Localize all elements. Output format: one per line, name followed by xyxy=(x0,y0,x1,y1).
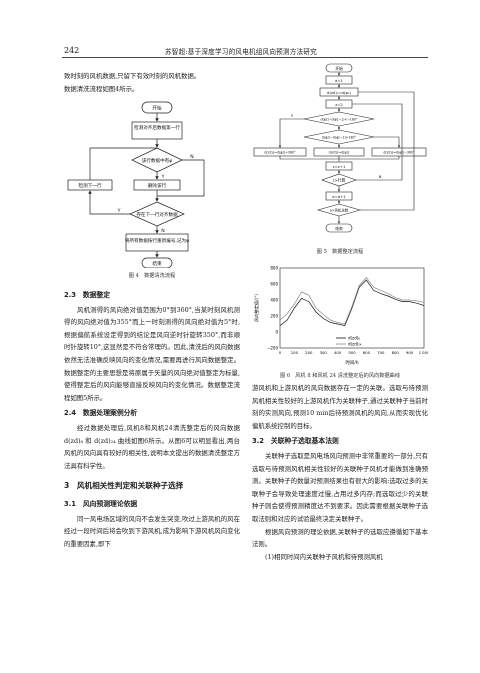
right-body: 游风机和上游风机的风向数据存在一定的关联。选取与待预测风机相关性较好的上游风机作… xyxy=(252,382,428,563)
figure-4-caption: 图 4 数据清洗流程 xyxy=(128,273,176,279)
fig5-start-label: 开始 xyxy=(335,66,343,71)
fig6-xtick-label: 700 xyxy=(377,350,385,355)
fig5-a1-label: a=1 xyxy=(335,78,344,83)
fig5-zinc-label: z=z+1 xyxy=(333,164,346,169)
fig6-xtick-label: 0 xyxy=(279,350,282,355)
fig4-y-label: Y xyxy=(161,174,165,180)
section-2-3-title: 2.3 数据整定 xyxy=(64,291,111,299)
figure-4-flowchart: 开始 检测对齐后数据第一行 该行数据中有φ 删除该行 检测下一行 存在下一行对齐… xyxy=(67,101,205,268)
section-3-2-title: 3.2 关联种子选取基本法则 xyxy=(252,437,339,446)
fig6-ytick-label: 400 xyxy=(270,298,278,303)
fig5-box-mid-label: d(zd)z=d(φz) xyxy=(329,151,350,155)
fig5-zcheck-label: z>行数 xyxy=(333,178,346,183)
header-rule xyxy=(62,57,428,58)
fig4-end-label: 结束 xyxy=(152,260,162,267)
section-3-1-title: 3.1 风向预测理论依据 xyxy=(64,499,138,508)
fig4-exist-label: 存在下一行对齐数据 xyxy=(136,211,178,218)
fig6-xtick-label: 100 xyxy=(291,350,299,355)
fig5-box-right-label: d(zd)z=d(φz)−360° xyxy=(383,151,415,155)
fig5-y-label: Y xyxy=(291,113,294,118)
section-3-title: 3 风机相关性判定和关联种子选择 xyxy=(64,481,184,491)
fig6-legend-a: d(zd)₈ xyxy=(348,336,360,341)
fig4-delete-label: 删除该行 xyxy=(148,182,167,189)
figure-5-caption: 图 5 数据整定流程 xyxy=(316,249,364,255)
fig6-xtick-label: 900 xyxy=(406,350,414,355)
fig6-xtick-label: 1 000 xyxy=(419,350,428,355)
fig4-next-label: 检测下一行 xyxy=(79,182,102,189)
left-body: 2.3 数据整定 风机测得的风向绝对值范围为0°到360°,当某时刻风机测得的风… xyxy=(64,286,240,550)
fig6-legend-b: d(zd)₂₄ xyxy=(348,342,362,347)
fig6-xtick-label: 600 xyxy=(363,350,371,355)
fig6-xtick-label: 800 xyxy=(392,350,400,355)
section-2-3-text: 风机测得的风向绝对值范围为0°到360°,当某时刻风机测得的风向绝对值为355°… xyxy=(64,305,240,402)
fig5-cond1-label: d(φz)−d(φz−1)<−180° xyxy=(321,118,358,122)
fig5-acheck-label: a>风机总数 xyxy=(330,208,349,213)
fig4-read-label: 检测对齐后数据第一行 xyxy=(134,124,180,131)
right-para-4: (1)相同时间内关联种子风机和待预测风机 xyxy=(265,552,383,561)
fig6-ytick-label: 200 xyxy=(270,314,278,319)
fig6-plot-frame xyxy=(279,267,425,349)
left-intro: 致时刻的风机数据,只留下有效时刻的风机数据。 数据清洗流程如图4所示。 xyxy=(64,70,240,95)
fig6-legend: d(zd)₈ d(zd)₂₄ xyxy=(336,336,362,347)
fig4-y2-label: Y xyxy=(117,208,121,214)
fig5-end-node xyxy=(325,223,353,233)
figure-5-flowchart: 开始 a=1 d(zd)₁=d(φ₁) z=2 d(φz)−d(φz−1)<−1… xyxy=(253,63,427,233)
fig6-xlabel: 时间/h xyxy=(345,359,358,366)
section-2-4-title: 2.4 数据处理案例分析 xyxy=(64,409,138,418)
section-2-4-text: 经过数据处理后,风机8和风机24清洗整定后的风向数据 d(zd)₈ 和 d(zd… xyxy=(64,423,240,470)
fig4-start-label: 开始 xyxy=(152,105,162,112)
fig5-end-label: 结束 xyxy=(335,226,343,231)
fig6-ytick-label: 800 xyxy=(270,266,278,271)
fig5-dinit-label: d(zd)₁=d(φ₁) xyxy=(327,90,351,95)
fig5-z2-label: z=2 xyxy=(335,102,343,107)
fig5-n-label: N xyxy=(379,174,382,179)
figure-6-caption: 图 6 风机 8 和风机 24 清洗整定后的风向数据曲线 xyxy=(279,373,400,379)
right-para-1: 游风机和上游风机的风向数据存在一定的关联。选取与待预测风机相关性较好的上游风机作… xyxy=(252,384,428,430)
fig4-end-node xyxy=(141,257,173,268)
fig5-cond2-label: d(φz)−d(φz−1)>180° xyxy=(322,136,357,140)
fig6-ytick-label: 0 xyxy=(275,330,278,335)
fig5-box-left-label: d(zd)z=d(φz)+360° xyxy=(264,151,296,155)
intro-line-1: 致时刻的风机数据,只留下有效时刻的风机数据。 xyxy=(64,72,201,80)
fig5-ainc-label: a=a+1 xyxy=(332,194,346,199)
right-para-3: 根据风向预测的理论依据,关联种子的选取应遵循如下基本法则。 xyxy=(252,527,428,549)
section-3-1-text: 同一风电场区域的风向不会发生突变,吹过上游风机的风在经过一段时间后将会吹到下游风… xyxy=(64,514,240,548)
fig6-ytick-label: 600 xyxy=(270,282,278,287)
fig6-xtick-label: 400 xyxy=(334,350,342,355)
right-para-2: 关联种子选取是风电场风向预测中非常重要的一部分,只有选取与待预测风机相关性较好的… xyxy=(252,451,428,523)
page-number: 242 xyxy=(64,46,80,55)
fig6-series-line-2 xyxy=(279,277,425,325)
fig4-n2-label: N xyxy=(161,228,164,234)
fig4-cond-label: 该行数据中有φ xyxy=(142,157,173,164)
fig4-n-label: N xyxy=(190,154,193,160)
fig6-series-line-1 xyxy=(279,279,425,327)
fig6-ytick-label: −200 xyxy=(267,346,278,351)
fig6-xtick-label: 200 xyxy=(305,350,313,355)
fig4-save-label: 将所有数据按行重新编号,记为φ xyxy=(125,237,189,244)
fig6-xtick-label: 300 xyxy=(320,350,328,355)
fig6-ylabel: 风向整定值/(°) xyxy=(253,294,260,322)
intro-line-2: 数据清洗流程如图4所示。 xyxy=(64,84,139,93)
running-title: 苏智超:基于深度学习的风电机组风向预测方法研究 xyxy=(165,48,317,56)
fig6-xtick-label: 500 xyxy=(348,350,356,355)
